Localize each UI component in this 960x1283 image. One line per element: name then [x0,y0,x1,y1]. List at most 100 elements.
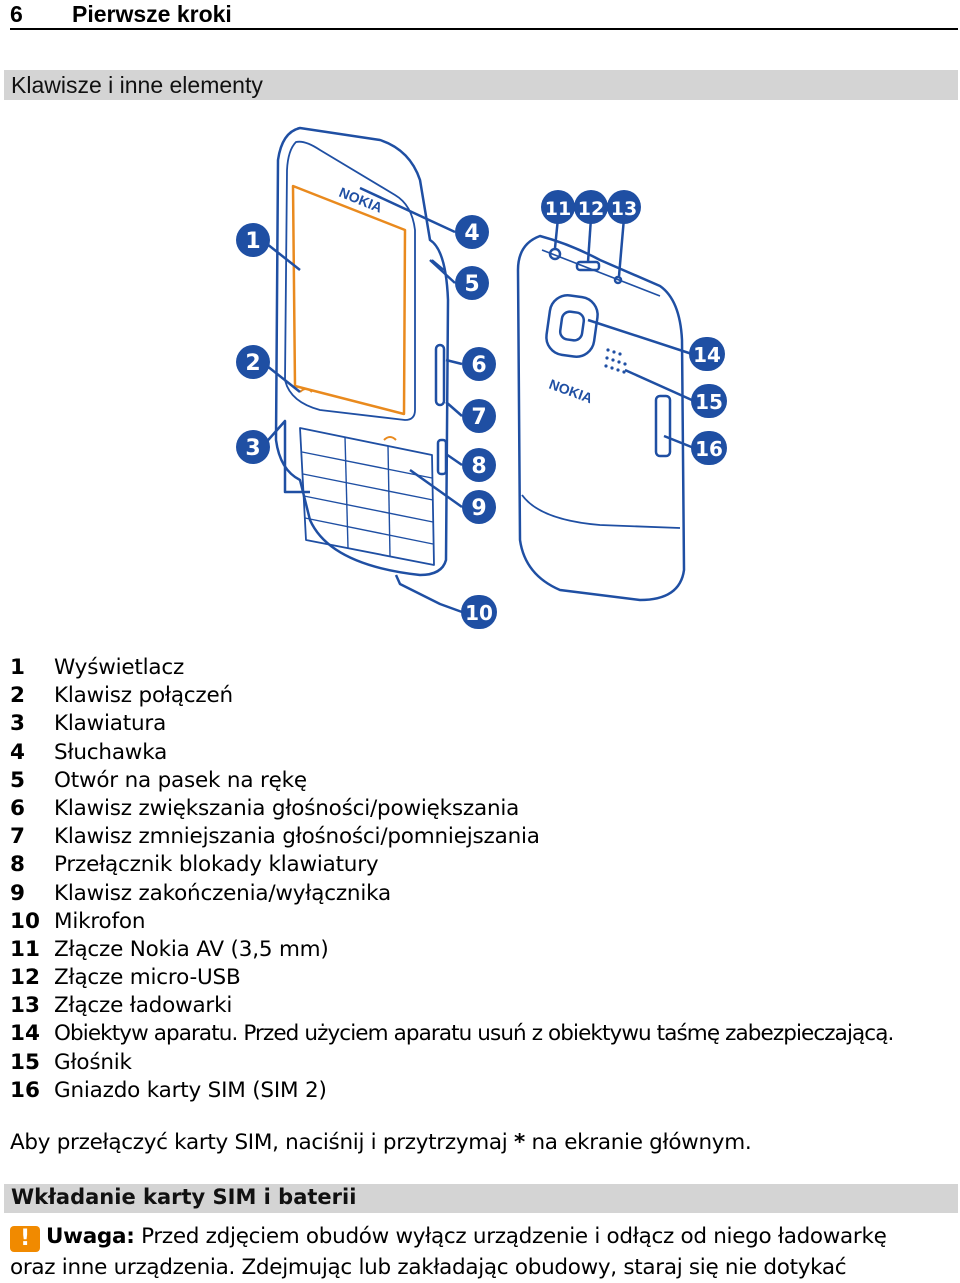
star-key: * [513,1130,525,1155]
callout-4: 4 [455,215,489,249]
svg-text:8: 8 [471,454,486,479]
legend-item: 11 Złącze Nokia AV (3,5 mm) [10,937,960,965]
legend-item: 1 Wyświetlacz [10,655,960,683]
camera-lens [558,310,586,342]
callout-3: 3 [236,430,270,464]
callout-16: 16 [691,431,727,465]
page-header: 6 Pierwsze kroki [10,0,958,30]
callout-5: 5 [455,266,489,300]
warning-icon: ! [10,1226,40,1252]
section-heading-keys: Klawisze i inne elementy [4,70,958,100]
legend-text: Złącze micro-USB [54,965,241,991]
legend-number: 15 [10,1049,40,1075]
legend-number: 1 [10,655,25,680]
note-line-2: oraz inne urządzenia. Zdejmując lub zakł… [10,1255,847,1280]
camera-module [545,294,599,358]
callout-8: 8 [462,448,496,482]
legend-text: Klawiatura [54,711,167,737]
callout-1: 1 [236,223,270,257]
note-label: Uwaga: [46,1224,135,1249]
phone-diagram: NOKIA NOKIA 1 2 3 4 5 6 7 8 9 10 11 12 1… [0,110,960,640]
screen [291,184,407,416]
callout-7: 7 [462,399,496,433]
legend-text: Złącze ładowarki [54,993,233,1019]
legend-number: 12 [10,965,40,991]
callout-badges: 1 2 3 4 5 6 7 8 9 10 11 12 13 14 15 16 [236,190,727,629]
legend-text: Klawisz zmniejszania głośności/pomniejsz… [54,824,540,850]
callout-12: 12 [574,190,608,224]
legend-item: 12 Złącze micro-USB [10,965,960,993]
legend-item: 15 Głośnik [10,1050,960,1078]
section-title: Klawisze i inne elementy [11,72,263,98]
usb-connector [575,260,601,272]
legend-number: 7 [10,824,25,850]
svg-text:7: 7 [471,405,486,430]
svg-text:12: 12 [578,198,604,220]
svg-text:11: 11 [545,198,571,220]
section-title: Wkładanie karty SIM i baterii [11,1185,357,1209]
legend-item: 10 Mikrofon [10,909,960,937]
callout-14: 14 [689,337,725,371]
parts-legend: 1 Wyświetlacz 2 Klawisz połączeń 3 Klawiatu… [10,655,960,1106]
back-phone-body [516,234,686,602]
legend-number: 9 [10,880,25,906]
legend-item: 13 Złącze ładowarki [10,993,960,1021]
svg-text:9: 9 [471,496,486,521]
legend-number: 6 [10,795,25,821]
legend-text: Klawisz zwiększania głośności/powiększan… [54,795,520,821]
sim-slot [654,394,672,458]
legend-text: Klawisz połączeń [54,683,233,709]
svg-text:16: 16 [695,437,723,461]
lock-switch [436,438,448,476]
legend-text: Słuchawka [54,739,168,765]
nokia-logo-back: NOKIA [547,376,595,406]
legend-item: 6 Klawisz zwiększania głośności/powiększa… [10,796,960,824]
legend-item: 2 Klawisz połączeń [10,683,960,711]
callout-6: 6 [462,347,496,381]
legend-number: 10 [10,908,40,934]
hint-text-before: Aby przełączyć karty SIM, naciśnij i prz… [10,1130,514,1155]
svg-text:2: 2 [245,351,260,376]
legend-text: Wyświetlacz [54,655,185,680]
charger-connector [613,275,623,285]
svg-text:6: 6 [471,353,486,378]
legend-text: Mikrofon [54,908,146,934]
page-number: 6 [10,1,23,27]
callout-11: 11 [541,190,575,224]
svg-text:4: 4 [464,221,479,246]
legend-text: Przełącznik blokady klawiatury [54,852,379,878]
volume-up-key [434,343,446,407]
end-key-icon [383,436,397,441]
sim-switch-hint: Aby przełączyć karty SIM, naciśnij i prz… [10,1130,752,1155]
svg-text:15: 15 [695,390,723,414]
legend-item: 7 Klawisz zmniejszania głośności/pomniejs… [10,824,960,852]
legend-number: 5 [10,767,25,793]
chapter-title: Pierwsze kroki [72,1,232,27]
legend-number: 11 [10,936,40,962]
section-heading-sim: Wkładanie karty SIM i baterii [4,1184,958,1213]
keypad-keys [301,436,434,557]
svg-text:3: 3 [245,436,260,461]
hint-text-after: na ekranie głównym. [524,1130,752,1155]
legend-number: 3 [10,711,25,737]
svg-text:1: 1 [245,229,260,254]
legend-text: Złącze Nokia AV (3,5 mm) [54,936,329,962]
legend-number: 14 [10,1021,40,1047]
av-connector [548,247,562,261]
callout-15: 15 [691,384,727,418]
legend-text: Gniazdo karty SIM (SIM 2) [54,1077,327,1103]
legend-text: Głośnik [54,1049,132,1075]
callout-9: 9 [462,490,496,524]
legend-text: Klawisz zakończenia/wyłącznika [54,880,391,906]
callout-10: 10 [461,595,497,629]
back-phone-top-edge [541,249,661,297]
legend-number: 13 [10,993,40,1019]
legend-number: 2 [10,683,25,709]
callout-2: 2 [236,345,270,379]
callout-13: 13 [607,190,641,224]
